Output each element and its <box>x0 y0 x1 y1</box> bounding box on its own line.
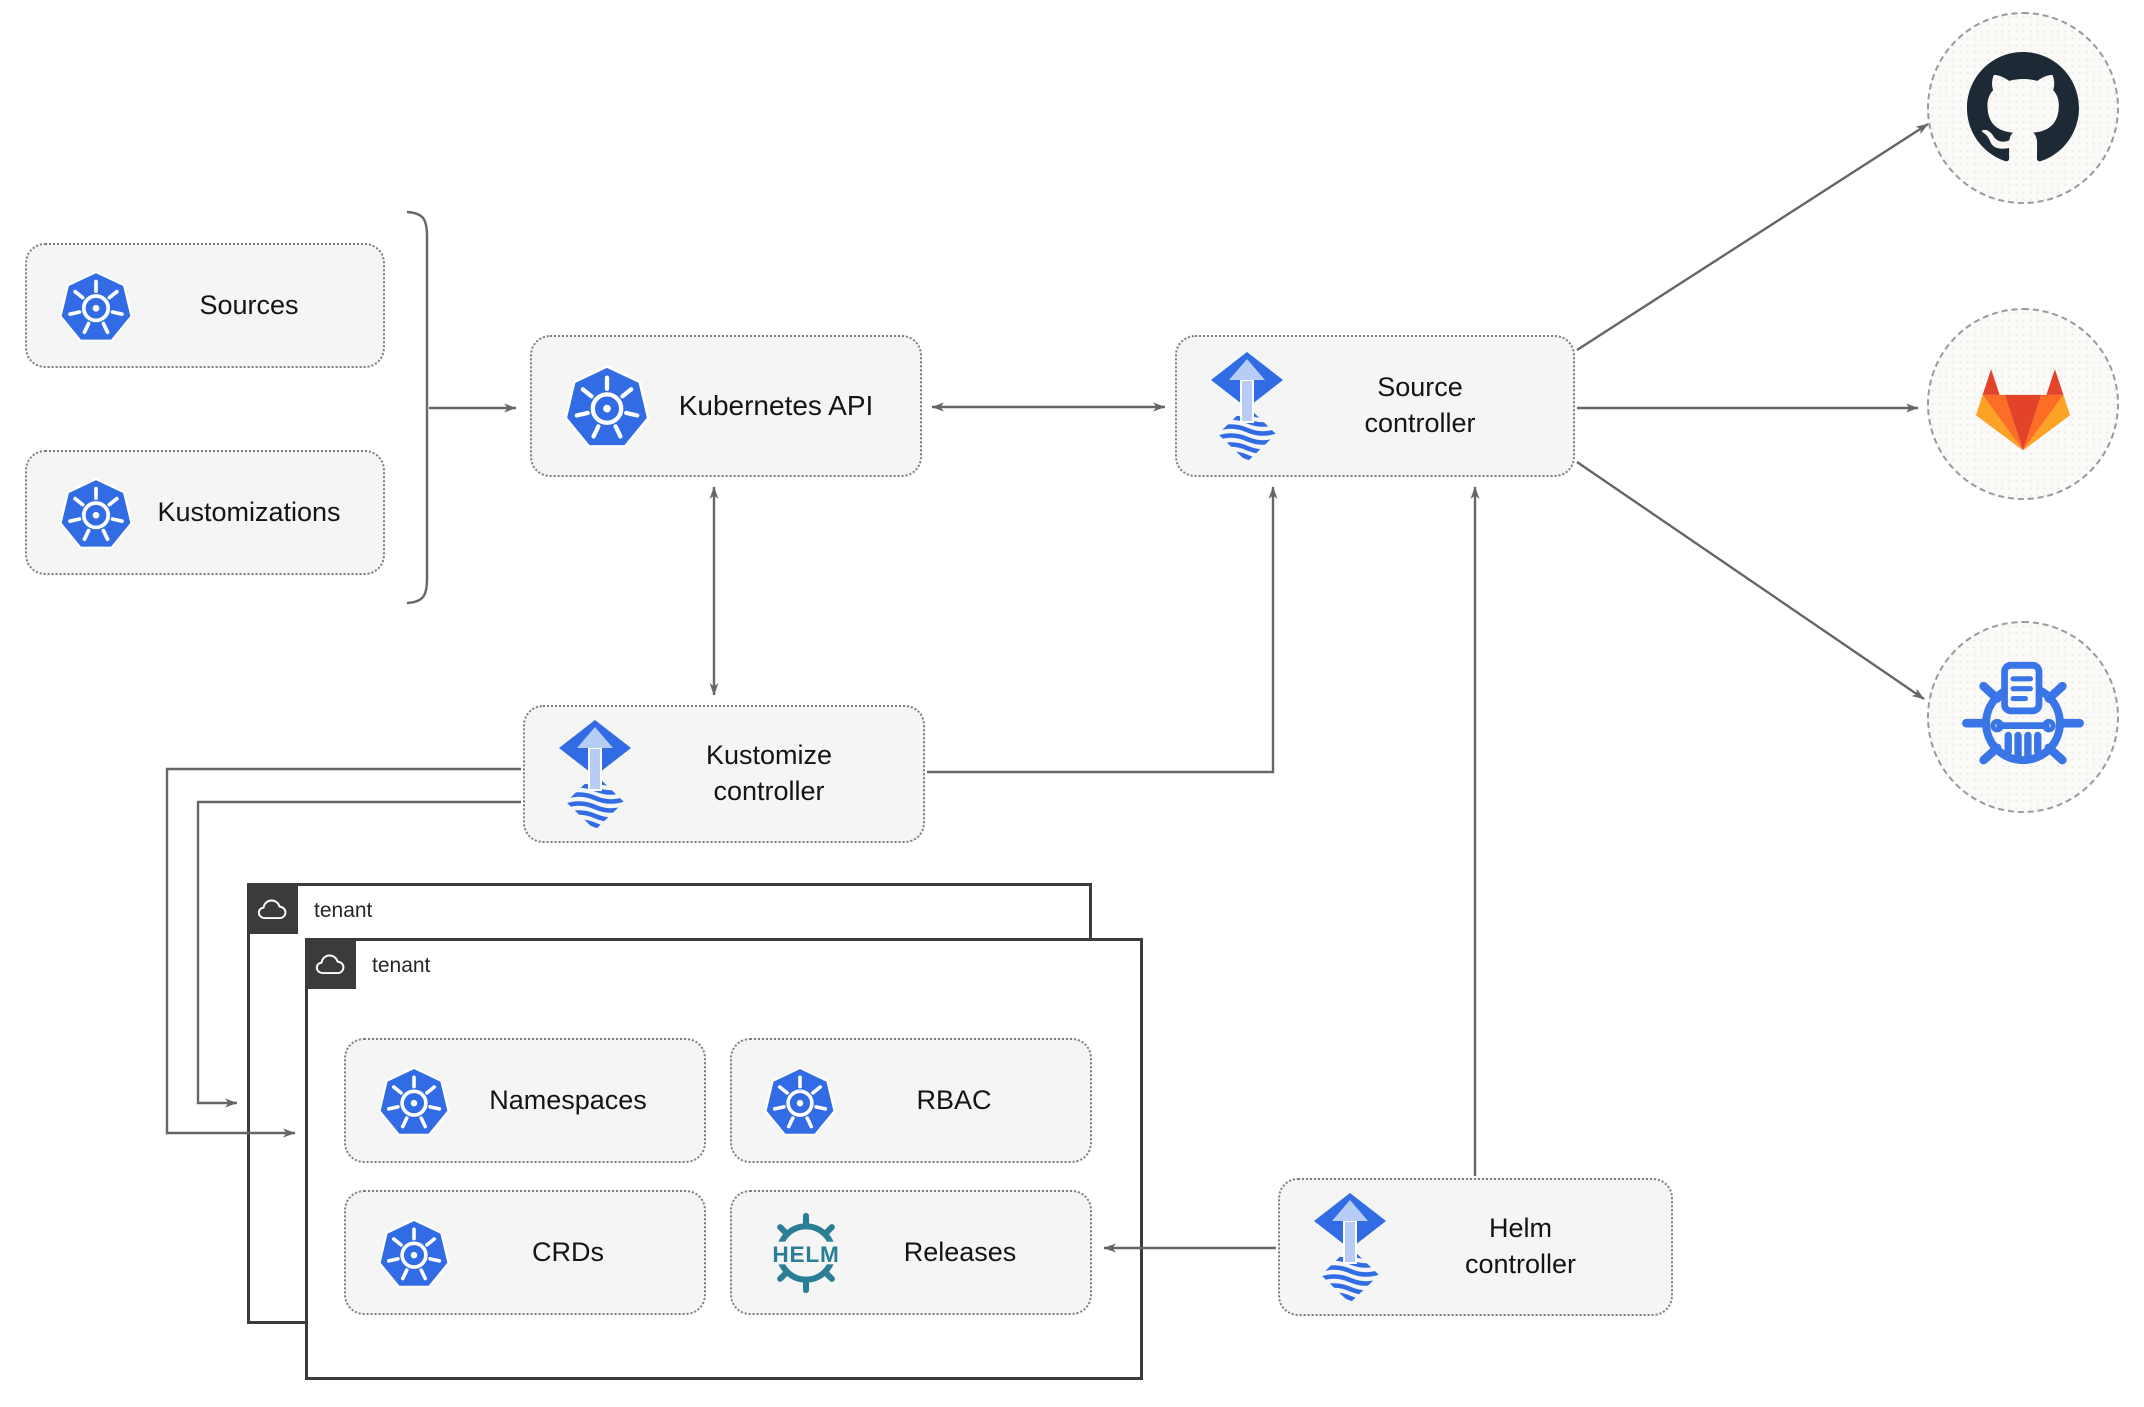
sources-box: Sources <box>25 243 385 368</box>
kustomize-controller-label: Kustomize controller <box>705 740 833 806</box>
sources-label: Sources <box>199 289 299 320</box>
kubernetes-icon <box>59 269 133 343</box>
source-controller-box: Source controller <box>1175 335 1575 477</box>
kubernetes-icon <box>378 1217 450 1289</box>
helm-controller-label: Helm controller <box>1464 1213 1577 1279</box>
helm-logo-text: HELM <box>772 1241 839 1266</box>
tenant-tab <box>305 938 356 989</box>
namespaces-label: Namespaces <box>489 1084 647 1115</box>
releases-box: HELM Releases <box>730 1190 1092 1315</box>
tenant-label: tenant <box>372 954 431 977</box>
kubernetes-icon <box>764 1065 836 1137</box>
namespaces-box: Namespaces <box>344 1038 706 1163</box>
flux-icon <box>1312 1191 1388 1303</box>
edge-bracket <box>406 210 429 605</box>
flux-icon <box>557 718 633 830</box>
edge-kustomize-to-source <box>927 486 1278 774</box>
kubernetes-icon <box>564 363 650 449</box>
kubernetes-api-box: Kubernetes API <box>530 335 922 477</box>
tenant-tab <box>247 883 298 934</box>
kustomizations-box: Kustomizations <box>25 450 385 575</box>
kustomizations-label: Kustomizations <box>157 496 341 527</box>
kubernetes-icon <box>59 476 133 550</box>
gitlab-icon <box>1975 368 2071 450</box>
registry-circle <box>1927 621 2119 813</box>
kubernetes-api-label: Kubernetes API <box>678 389 874 421</box>
helm-icon: HELM <box>764 1211 848 1295</box>
crds-label: CRDs <box>532 1236 604 1267</box>
edge-source-to-registry <box>1576 461 1925 700</box>
source-controller-label: Source controller <box>1364 372 1476 438</box>
cloud-icon <box>257 899 286 919</box>
harbor-registry-icon <box>1962 661 2084 765</box>
rbac-label: RBAC <box>916 1084 992 1115</box>
gitlab-circle <box>1927 308 2119 500</box>
edge-source-to-github <box>1576 122 1929 352</box>
kustomize-controller-box: Kustomize controller <box>523 705 925 843</box>
flux-icon <box>1209 350 1285 462</box>
rbac-box: RBAC <box>730 1038 1092 1163</box>
kubernetes-icon <box>378 1065 450 1137</box>
tenant-label: tenant <box>314 899 373 922</box>
cloud-icon <box>315 954 344 974</box>
github-icon <box>1967 52 2079 162</box>
releases-label: Releases <box>903 1236 1017 1267</box>
github-circle <box>1927 12 2119 204</box>
helm-controller-box: Helm controller <box>1278 1178 1673 1316</box>
crds-box: CRDs <box>344 1190 706 1315</box>
